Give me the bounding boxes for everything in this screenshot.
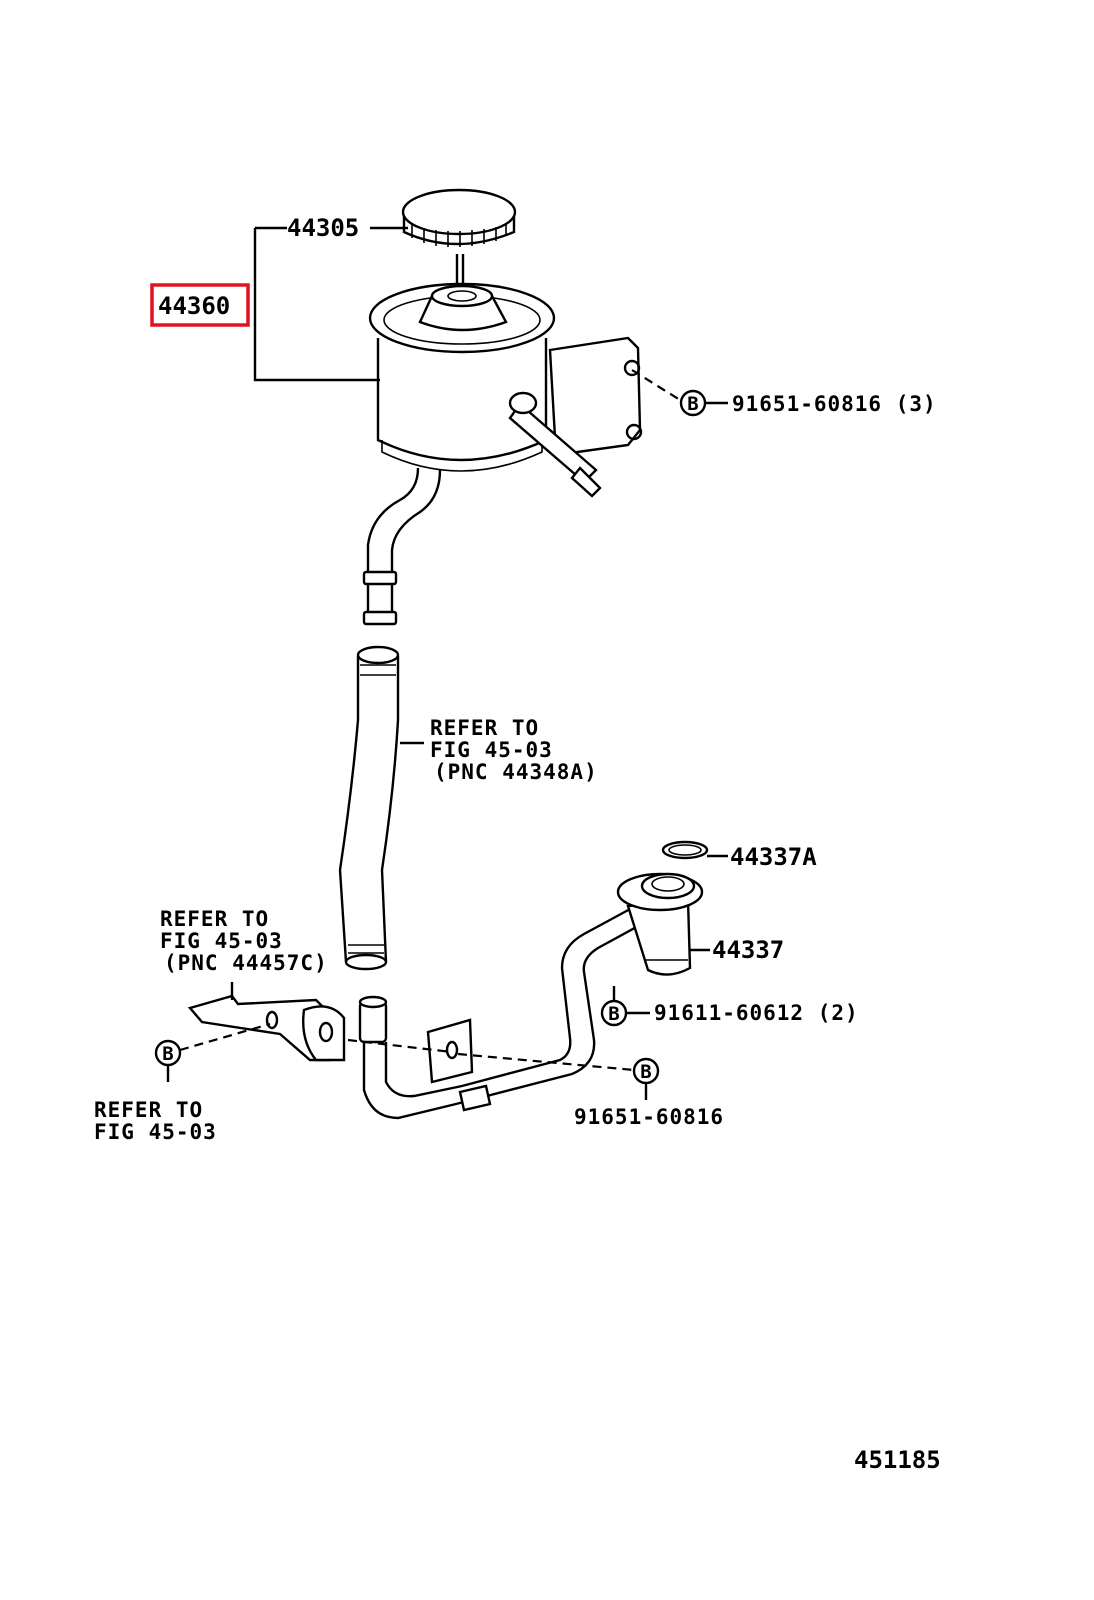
callout-bolt-top[interactable]: 91651-60816 (3) <box>732 392 937 416</box>
o-ring[interactable] <box>661 840 709 860</box>
lower-ref-line1: REFER TO <box>94 1098 203 1122</box>
bolt-marker-left[interactable]: B <box>154 1022 271 1082</box>
bolt-marker-bottom-letter: B <box>640 1061 651 1083</box>
hose-ref-line1: REFER TO <box>430 716 539 740</box>
bolt-marker-top-letter: B <box>687 393 698 415</box>
reservoir-cap[interactable] <box>401 188 517 285</box>
callout-bolt-bottom[interactable]: 91651-60816 <box>574 1105 724 1129</box>
bolt-marker-union-letter: B <box>608 1003 619 1025</box>
bolt-marker-top[interactable]: B <box>631 369 728 417</box>
hose-reference-note: REFER TO FIG 45-03 (PNC 44348A) <box>430 716 598 784</box>
reservoir-bracket-leader <box>253 226 380 382</box>
diagram-id: 451185 <box>854 1446 941 1474</box>
highlight-box <box>150 283 250 327</box>
pressure-pipe[interactable] <box>358 906 643 1120</box>
callout-union[interactable]: 44337 <box>712 936 784 964</box>
return-hose[interactable] <box>338 645 400 971</box>
bolt-marker-union[interactable]: B <box>600 986 650 1027</box>
bracket-reference-note: REFER TO FIG 45-03 (PNC 44457C) <box>160 907 328 975</box>
hose-ref-line3: (PNC 44348A) <box>434 760 598 784</box>
bracket[interactable] <box>187 994 346 1062</box>
bolt-marker-left-letter: B <box>162 1043 173 1065</box>
callout-bolt-union[interactable]: 91611-60612 (2) <box>654 1001 859 1025</box>
bracket-ref-line2: FIG 45-03 <box>160 929 283 953</box>
lower-reference-note: REFER TO FIG 45-03 <box>94 1098 217 1144</box>
callout-reservoir[interactable]: 44360 <box>158 292 230 320</box>
bracket-ref-line3: (PNC 44457C) <box>164 951 328 975</box>
bolt-marker-bottom[interactable]: B <box>347 1038 660 1100</box>
union-fitting[interactable] <box>616 872 704 976</box>
hose-ref-line2: FIG 45-03 <box>430 738 553 762</box>
lower-ref-line2: FIG 45-03 <box>94 1120 217 1144</box>
reservoir-tank[interactable] <box>362 282 643 626</box>
callout-cap[interactable]: 44305 <box>287 214 359 242</box>
callout-o-ring[interactable]: 44337A <box>730 843 817 871</box>
bracket-ref-line1: REFER TO <box>160 907 269 931</box>
